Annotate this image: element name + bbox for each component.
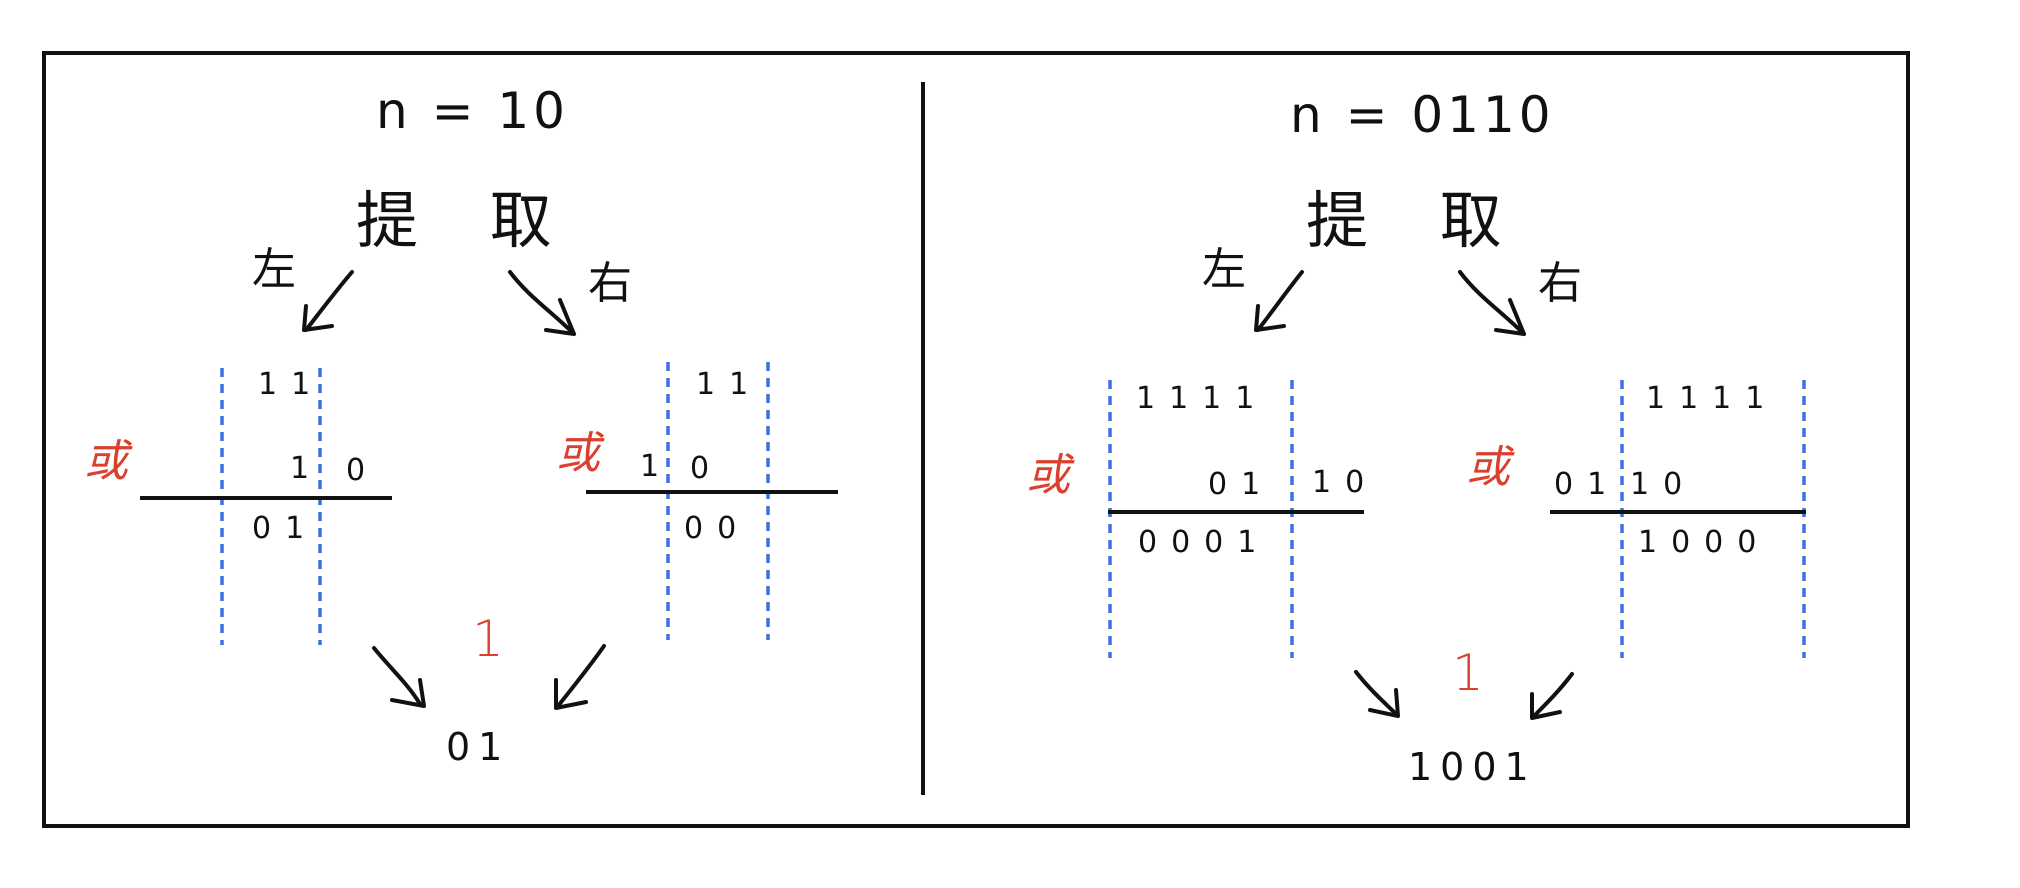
right-op-result: 00 (684, 511, 751, 546)
right-direction-label: 右 (588, 258, 632, 309)
right-right-op-top-bits: 1111 (1646, 381, 1779, 416)
down-arrow-head (554, 678, 588, 710)
right-left-op-top-bits: 1111 (1136, 381, 1269, 416)
right-arrow-icon (508, 270, 576, 336)
shift-marker: 1 (472, 610, 504, 668)
left-panel-title: n = 10 (376, 82, 569, 140)
right-left-direction-label: 左 (1202, 244, 1246, 295)
right-right-op-or-label: 或 (1466, 442, 1510, 493)
left-arrow-head (1254, 304, 1286, 332)
right-right-direction-label: 右 (1538, 258, 1582, 309)
right-right-op-result: 1000 (1638, 525, 1771, 560)
right-panel-title: n = 0110 (1290, 86, 1555, 144)
right-left-op-result: 0001 (1138, 525, 1271, 560)
right-arrow-icon (1458, 270, 1526, 336)
left-direction-label: 左 (252, 244, 296, 295)
left-extract-label: 提 取 (356, 184, 578, 257)
down-arrow-head (390, 678, 426, 708)
down-arrow-head (1530, 692, 1562, 720)
final-result: 01 (446, 725, 511, 769)
right-left-op-or-label: 或 (1026, 450, 1070, 501)
right-shift-marker: 1 (1452, 644, 1484, 702)
right-final-result: 1001 (1408, 745, 1537, 789)
down-arrow-icon (1354, 670, 1398, 716)
down-arrow-icon (372, 646, 422, 706)
right-left-op-mid-b: 10 (1312, 465, 1379, 500)
right-op-top-bits: 11 (696, 367, 763, 402)
left-op-or-label: 或 (84, 436, 128, 487)
right-right-op-mid-b: 10 (1630, 467, 1697, 502)
down-arrow-head (1368, 688, 1400, 718)
right-op-mid-a: 1 (640, 449, 674, 484)
left-op-top-bits: 11 (258, 367, 325, 402)
right-extract-label: 提 取 (1306, 184, 1528, 257)
left-op-mid-b: 0 (346, 453, 380, 488)
left-arrow-icon (304, 270, 354, 332)
right-right-op-mid-a: 01 (1554, 467, 1621, 502)
right-left-op-mid-a: 01 (1208, 467, 1275, 502)
left-op-mid-a: 1 (290, 451, 324, 486)
left-arrow-icon (1256, 270, 1304, 332)
left-op-result: 01 (252, 511, 319, 546)
down-arrow-icon (1532, 672, 1574, 718)
down-arrow-icon (556, 644, 606, 708)
right-op-mid-b: 0 (690, 451, 724, 486)
right-arrow-head (544, 298, 576, 336)
outer-frame (42, 51, 1910, 828)
right-op-or-label: 或 (556, 428, 600, 479)
right-arrow-head (1494, 298, 1526, 336)
left-arrow-head (302, 304, 334, 332)
